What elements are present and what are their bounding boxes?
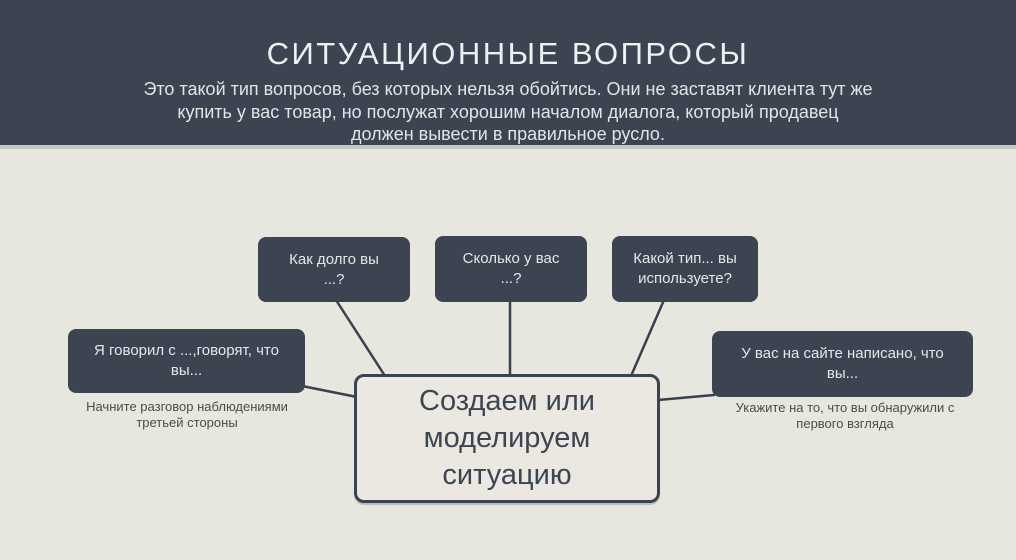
connector-what-type <box>629 298 666 378</box>
connector-website <box>656 393 716 402</box>
node-how-long-label: Как долго вы...? <box>289 250 379 288</box>
node-how-long: Как долго вы...? <box>258 237 410 302</box>
page-title: СИТУАЦИОННЫЕ ВОПРОСЫ <box>266 36 750 71</box>
connector-third-party <box>300 384 359 399</box>
connector-how-long <box>334 298 387 378</box>
header-banner: СИТУАЦИОННЫЕ ВОПРОСЫ Это такой тип вопро… <box>0 0 1016 149</box>
header-subtitle: Это такой тип вопросов, без которых нель… <box>143 79 873 144</box>
node-how-many-label: Сколько у вас...? <box>462 250 560 287</box>
node-how-many: Сколько у вас...? <box>435 236 587 302</box>
